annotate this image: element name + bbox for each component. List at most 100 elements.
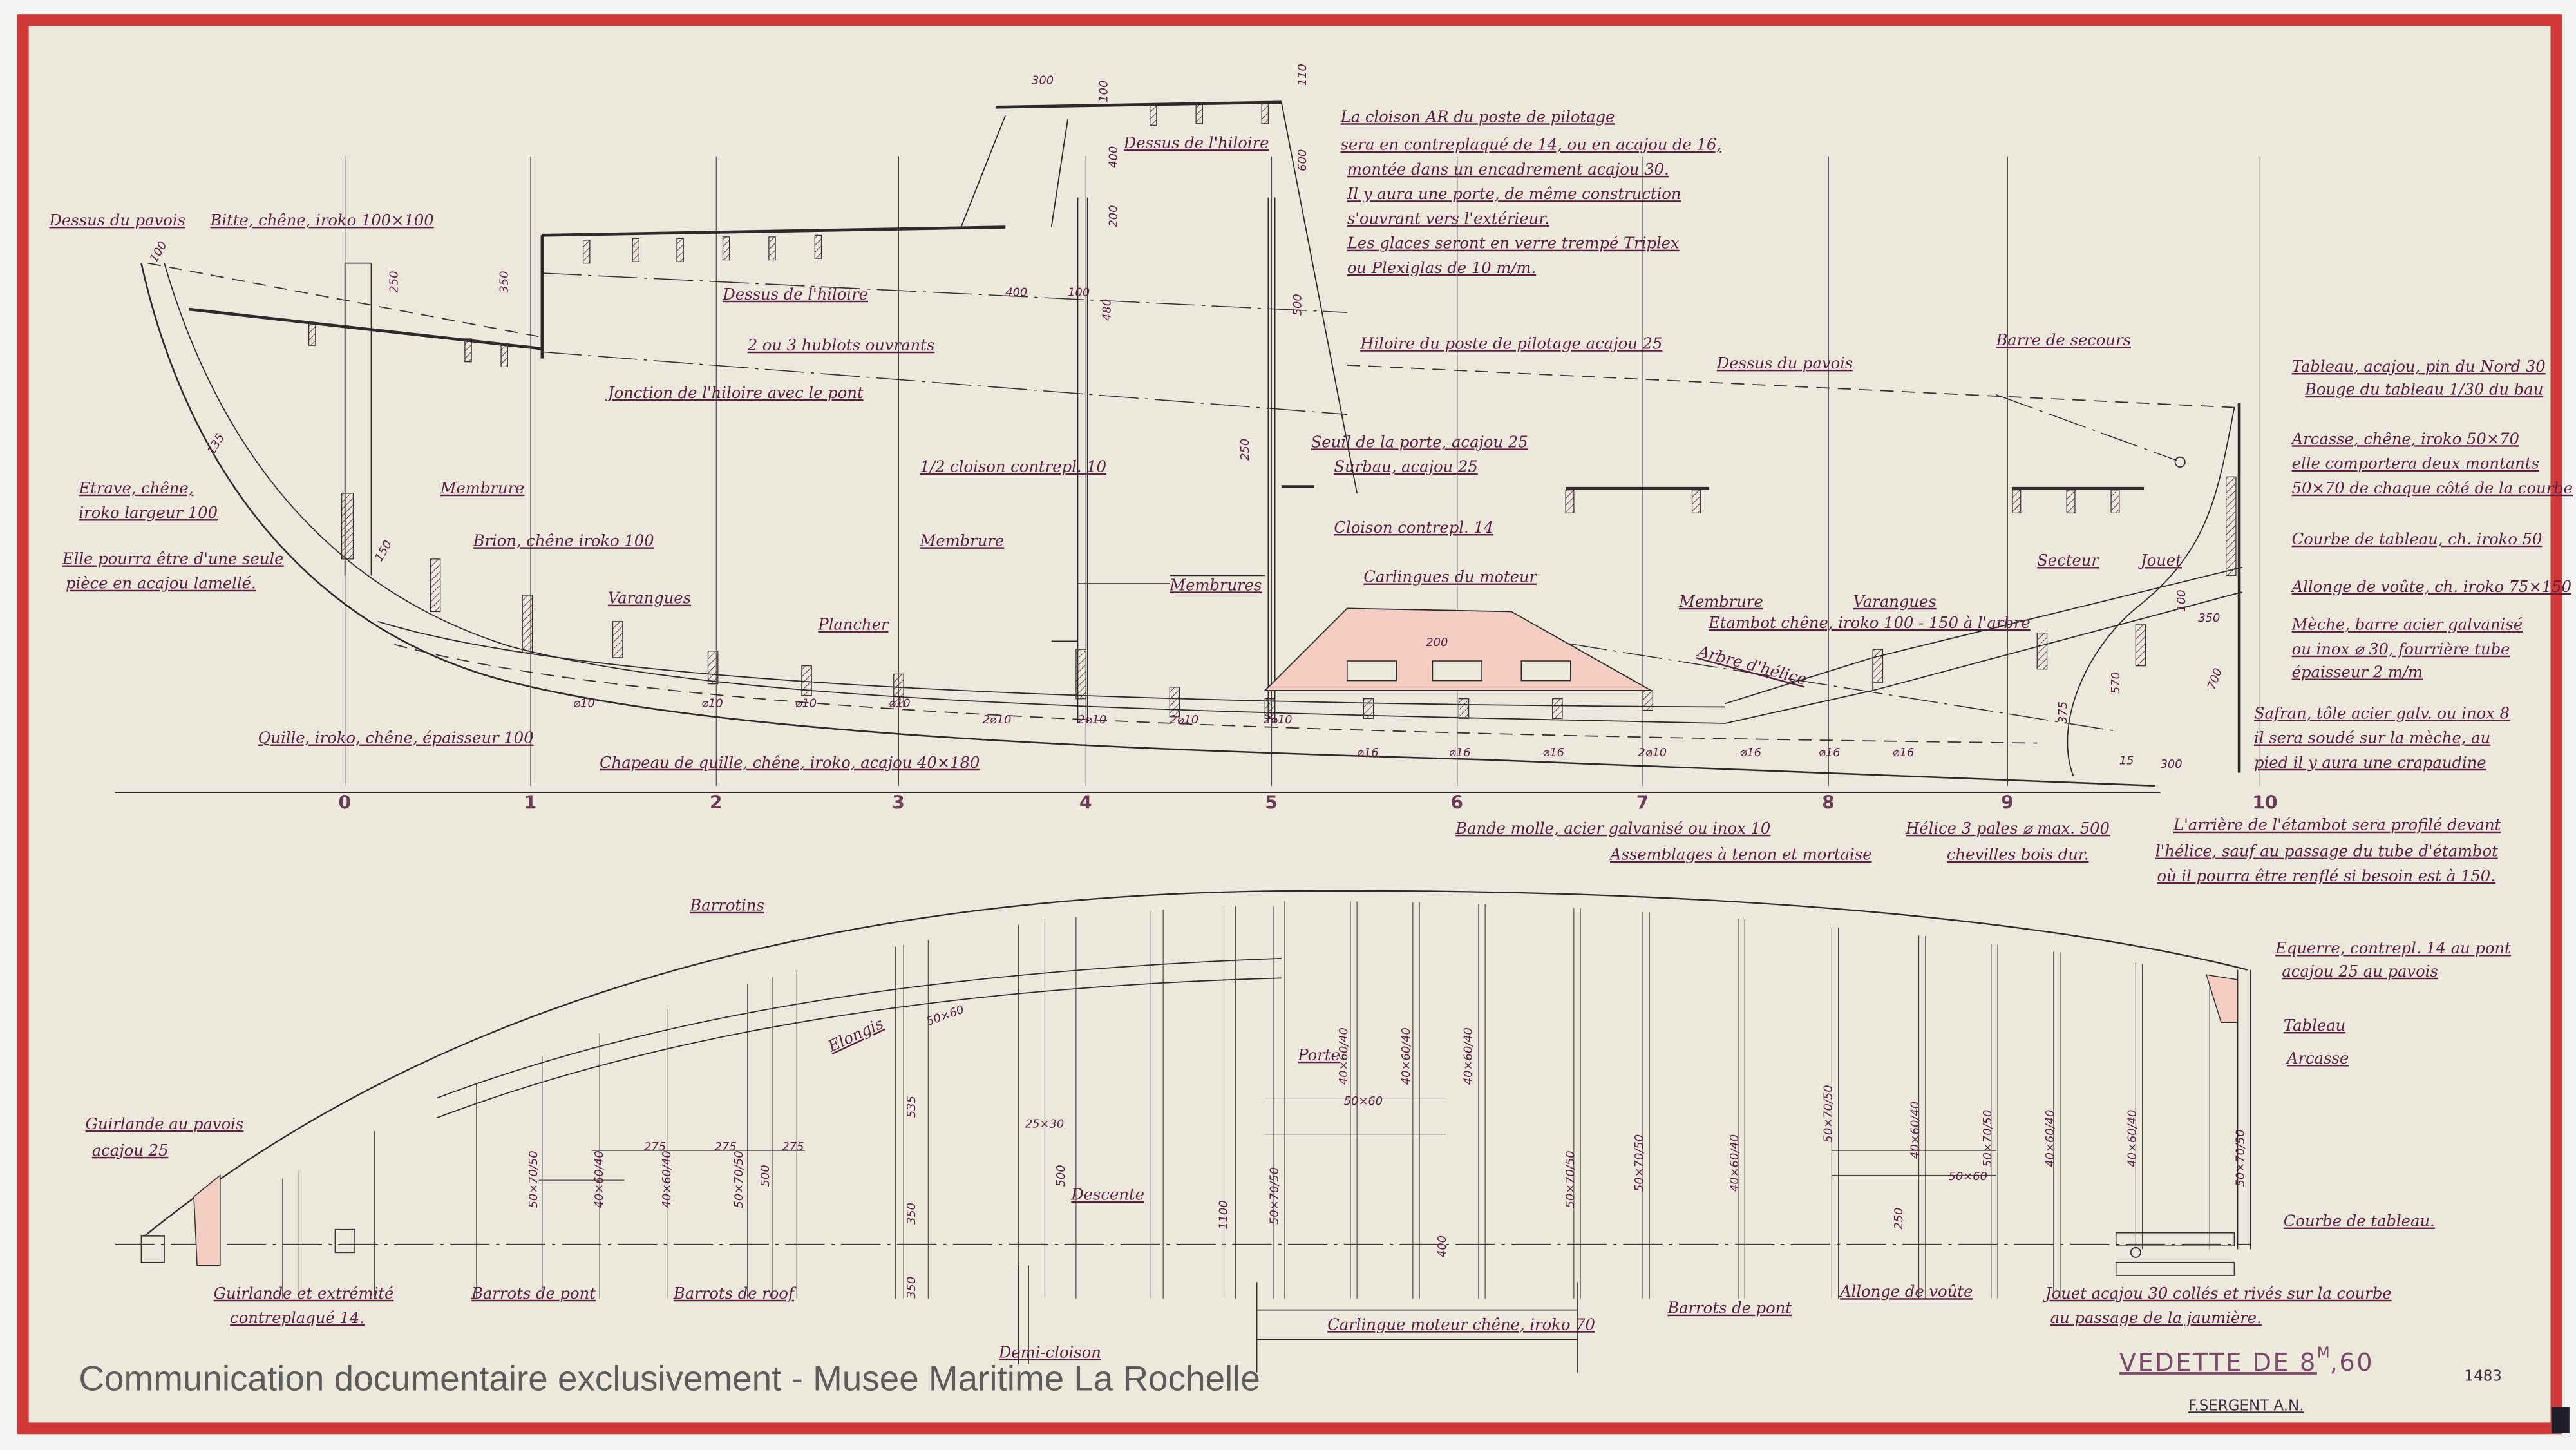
frame-section — [1552, 698, 1563, 719]
frame-section — [1642, 690, 1653, 711]
profile-dimension: 250 — [1238, 439, 1252, 461]
frame-section — [1458, 698, 1470, 719]
deck-beams — [282, 901, 2210, 1299]
equerre-knee — [2205, 974, 2239, 1023]
note-transom: Mèche, barre acier galvanisé — [2291, 616, 2523, 634]
plan-dimension: 40×60/40 — [1399, 1027, 1413, 1085]
deck-junction-line — [542, 351, 1347, 415]
label-jouet-plan: au passage de la jaumière. — [2050, 1309, 2262, 1327]
rudder-stock — [2130, 1246, 2141, 1258]
frame-section — [1565, 490, 1575, 514]
label-dessus-hiloire: Dessus de l'hiloire — [722, 285, 868, 303]
label-hiloire-pilotage: Hiloire du poste de pilotage acajou 25 — [1359, 334, 1662, 352]
frame-section — [1169, 687, 1180, 718]
label-barrots-roof: Barrots de roof — [673, 1284, 797, 1302]
engine-bed-opening — [1520, 660, 1571, 682]
binder-clip — [2551, 1407, 2570, 1433]
profile-dimension: 100 — [1068, 286, 1090, 300]
note-transom: Tableau, acajou, pin du Nord 30 — [2292, 358, 2546, 376]
note-transom: Safran, tôle acier galv. ou inox 8 — [2254, 704, 2510, 722]
station-number: 5 — [1265, 792, 1278, 814]
aft-deck — [1281, 485, 2145, 490]
label-membrure: Membrure — [1678, 593, 1763, 611]
guirlande-bow — [193, 1174, 221, 1266]
bolt-dimension: ⌀10 — [573, 696, 594, 710]
label-varangues: Varangues — [1853, 593, 1937, 611]
frame-section — [582, 240, 591, 264]
plan-dimension: 500 — [1054, 1165, 1068, 1187]
label-courbe-tableau: Courbe de tableau. — [2284, 1212, 2435, 1230]
label-membrures: Membrures — [1169, 576, 1262, 594]
note-transom: Allonge de voûte, ch. iroko 75×150 — [2291, 578, 2571, 596]
pilot-floor — [1051, 575, 1265, 642]
plan-dimension: 40×60/40 — [1728, 1134, 1741, 1192]
note-transom: Courbe de tableau, ch. iroko 50 — [2292, 530, 2543, 548]
note-transom: épaisseur 2 m/m — [2292, 663, 2423, 682]
plan-dimension: 275 — [644, 1140, 666, 1154]
bolt-dimension: ⌀16 — [1819, 746, 1840, 759]
frame-section — [430, 558, 441, 613]
plan-dimension: 50×70/50 — [1981, 1110, 1994, 1167]
bolt-dimension: ⌀16 — [1449, 746, 1470, 759]
bolt-dimension: ⌀16 — [1542, 746, 1564, 759]
station-number: 8 — [1822, 792, 1835, 814]
frame-section — [1195, 103, 1203, 124]
bulkhead-5 — [1267, 197, 1276, 723]
note-transom: elle comportera deux montants — [2292, 455, 2539, 473]
label-porte: Porte — [1297, 1046, 1340, 1064]
note-pilot-house: sera en contreplaqué de 14, ou en acajou… — [1341, 136, 1721, 154]
plan-dimension: 50×70/50 — [1564, 1150, 1577, 1208]
plan-dimension: 40×60/40 — [2043, 1110, 2057, 1167]
note-pilot-house: La cloison AR du poste de pilotage — [1340, 108, 1615, 126]
label-brion: Brion, chêne iroko 100 — [473, 531, 654, 549]
label-allonge-voute: Allonge de voûte — [1839, 1283, 1973, 1301]
station-number: 4 — [1079, 792, 1092, 814]
label-chevilles: chevilles bois dur. — [1947, 846, 2089, 864]
frame-section — [341, 493, 354, 560]
profile-dimension: 375 — [2056, 701, 2070, 723]
frame-section — [814, 234, 822, 259]
plan-dimension: 40×60/40 — [1909, 1102, 1922, 1159]
plan-dimension: 500 — [759, 1165, 772, 1187]
plan-dimension: 50×70/50 — [2234, 1129, 2248, 1187]
note-transom: Arcasse, chêne, iroko 50×70 — [2291, 430, 2519, 448]
note-pilot-house: s'ouvrant vers l'extérieur. — [1347, 209, 1549, 227]
drawing-title-unit: M — [2317, 1345, 2330, 1362]
label-barrots-pont: Barrots de pont — [471, 1284, 596, 1302]
bolt-dimension: 2⌀10 — [983, 713, 1012, 727]
label-guirlande-pavois: acajou 25 — [92, 1141, 169, 1159]
label-barrotins: Barrotins — [689, 897, 764, 915]
frame-section — [2066, 490, 2076, 514]
frame-section — [500, 343, 508, 368]
label-jouet-plan: Jouet acajou 30 collés et rivés sur la c… — [2042, 1284, 2392, 1302]
barre-secours-line — [1996, 394, 2177, 461]
station-number: 1 — [524, 792, 537, 814]
label-membrure: Membrure — [440, 479, 525, 497]
plan-dimension: 50×70/50 — [1821, 1085, 1835, 1142]
plan-dimension: 1100 — [1217, 1200, 1231, 1229]
transom-curve — [2067, 407, 2235, 776]
label-etrave: iroko largeur 100 — [79, 504, 218, 522]
frame-section — [1363, 698, 1374, 719]
plan-dimension: 50×70/50 — [527, 1150, 540, 1208]
label-jouet: Jouet — [2137, 551, 2182, 569]
note-pilot-house: Il y aura une porte, de même constructio… — [1347, 185, 1681, 203]
label-dessus-hiloire-top: Dessus de l'hiloire — [1123, 134, 1269, 152]
bolt-dimension: ⌀10 — [889, 696, 910, 710]
bolt-dimension: ⌀10 — [701, 696, 723, 710]
profile-dimension: 250 — [387, 271, 401, 293]
plan-dimension: 25×30 — [1025, 1117, 1064, 1130]
forward-deck — [189, 307, 543, 350]
station-number: 7 — [1636, 792, 1649, 814]
label-demi-cloison: 1/2 cloison contrepl. 10 — [920, 458, 1106, 476]
label-cloison: Cloison contrepl. 14 — [1334, 519, 1493, 537]
label-dessus-pavois-bow: Dessus du pavois — [49, 211, 186, 229]
profile-dimension: 110 — [1296, 64, 1309, 86]
label-etambot: Etambot chêne, iroko 100 - 150 à l'arbre — [1708, 614, 2031, 632]
bolt-dimension: 2⌀10 — [1264, 713, 1293, 727]
frame-section — [2036, 633, 2048, 670]
plan-dimension: 50×70/50 — [1268, 1167, 1282, 1225]
engine-bed-opening — [1432, 660, 1482, 682]
pilot-house-front — [960, 115, 1069, 227]
